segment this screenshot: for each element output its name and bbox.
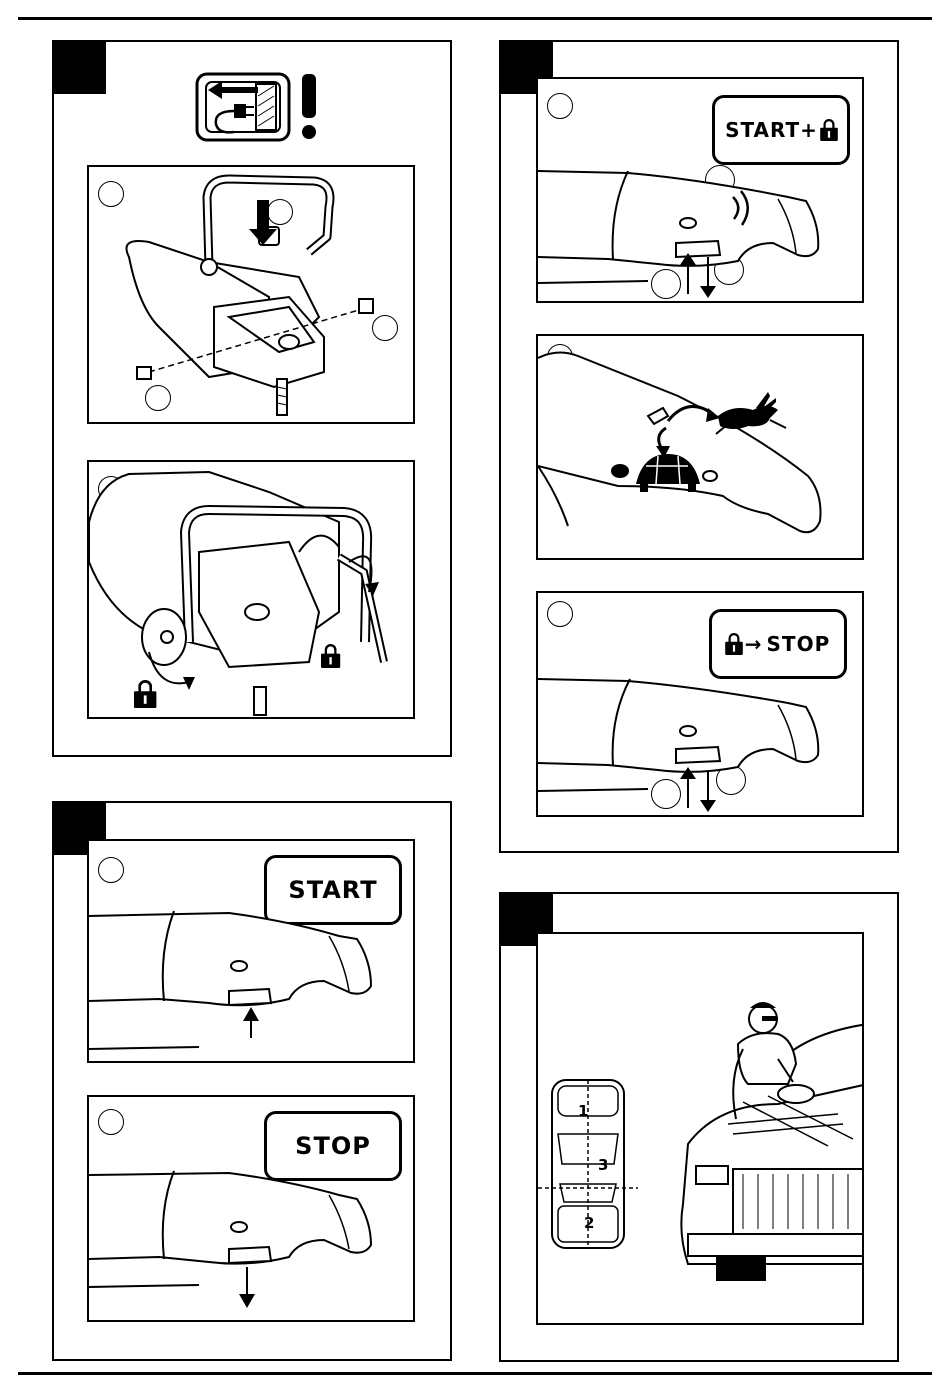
padlock-icon [321, 644, 347, 676]
padlock-icon [134, 680, 156, 708]
bottom-rule [18, 1372, 932, 1375]
panel-polishing: 1 3 2 [499, 892, 899, 1362]
panel-operation: START+ [499, 40, 899, 853]
switch-down-illustration [89, 1097, 415, 1322]
panel-handle-assembly [52, 40, 452, 757]
car-zone-label: 3 [598, 1156, 608, 1174]
car-polish-illustration: 1 3 2 [538, 934, 864, 1325]
switch-unlock-illustration [538, 593, 864, 817]
switch-up-illustration [89, 841, 415, 1063]
handle-attach-illustration [89, 167, 415, 424]
sub-panel-speed [536, 334, 864, 560]
sub-panel-attach-handle [87, 165, 415, 424]
sub-panel-car-polish: 1 3 2 [536, 932, 864, 1325]
switch-lock-illustration [538, 79, 864, 303]
sub-panel-start-lock: START+ [536, 77, 864, 303]
panel-start-stop: START STOP [52, 801, 452, 1361]
car-zone-label: 2 [584, 1214, 594, 1232]
panel-tab [54, 42, 106, 94]
rabbit-fast-icon [716, 392, 786, 434]
unplug-warning-icon [194, 66, 334, 146]
top-rule [18, 17, 932, 20]
sub-panel-start: START [87, 839, 415, 1063]
sub-panel-unlock-stop: → STOP [536, 591, 864, 817]
speed-dial-illustration [538, 336, 864, 560]
sub-panel-stop: STOP [87, 1095, 415, 1322]
sub-panel-lock-handle [87, 460, 415, 719]
car-zone-label: 1 [578, 1102, 588, 1120]
